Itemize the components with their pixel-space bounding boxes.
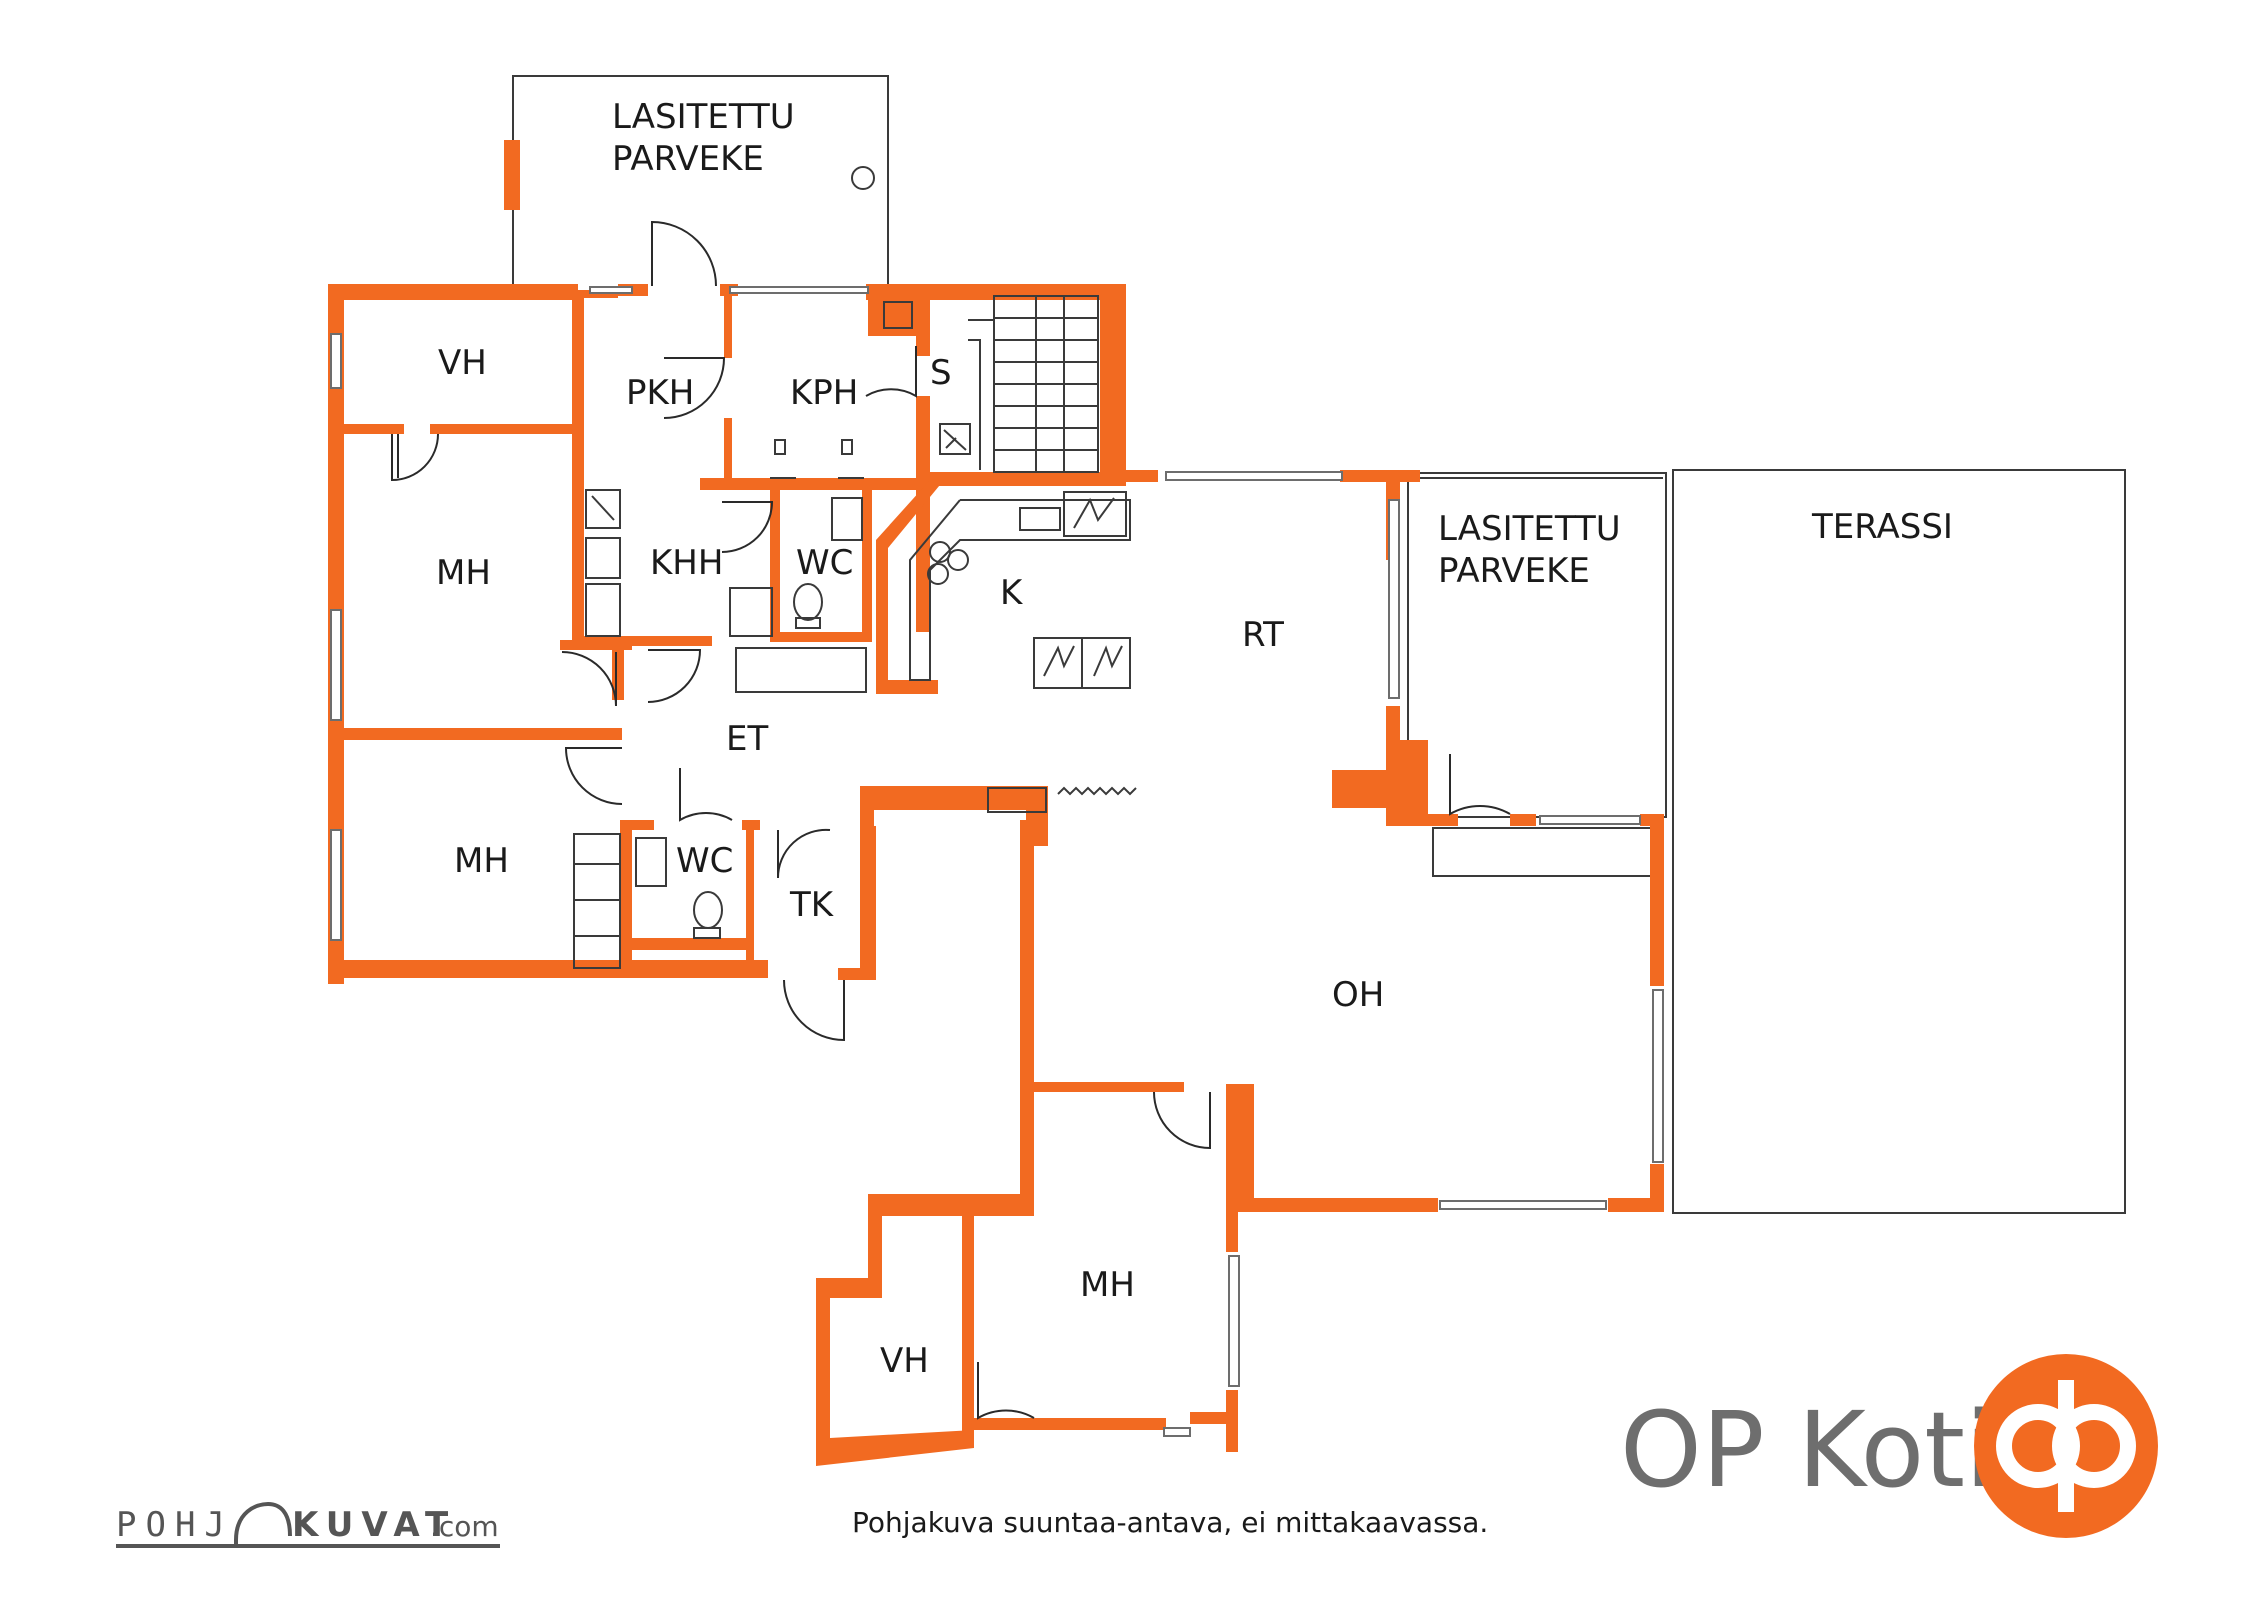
walls bbox=[328, 140, 1664, 1466]
room-label-balcony-right: LASITETTU bbox=[1438, 509, 1621, 549]
room-label-balcony-top: LASITETTU bbox=[612, 97, 795, 137]
room-label-kph: KPH bbox=[790, 373, 858, 413]
credit-part2: KUVAT bbox=[292, 1505, 456, 1545]
doors bbox=[391, 220, 1511, 1420]
room-label-mh-3: MH bbox=[1080, 1265, 1135, 1305]
disclaimer-caption: Pohjakuva suuntaa-antava, ei mittakaavas… bbox=[852, 1506, 1488, 1539]
room-label-vh-2: VH bbox=[880, 1341, 929, 1381]
room-label-wc-2: WC bbox=[676, 841, 733, 881]
room-label-pkh: PKH bbox=[626, 373, 694, 413]
room-label-mh-2: MH bbox=[454, 841, 509, 881]
windows bbox=[330, 286, 1664, 1437]
credit-suffix: .com bbox=[430, 1510, 499, 1543]
room-label-s: S bbox=[930, 353, 952, 393]
room-label-terassi: TERASSI bbox=[1811, 507, 1953, 547]
credit-part1: POHJ bbox=[116, 1505, 234, 1545]
room-label-khh: KHH bbox=[650, 543, 723, 583]
fixtures bbox=[573, 295, 1137, 969]
brand-name: OP Koti bbox=[1620, 1389, 1994, 1511]
room-label-oh: OH bbox=[1332, 975, 1384, 1015]
room-label-vh-1: VH bbox=[438, 343, 487, 383]
room-label-tk: TK bbox=[789, 885, 835, 925]
room-label-k: K bbox=[1000, 573, 1024, 613]
op-logo-icon bbox=[1974, 1354, 2158, 1538]
credit-arch-icon bbox=[234, 1501, 292, 1546]
room-label-wc-1: WC bbox=[796, 543, 853, 583]
room-label-rt: RT bbox=[1242, 615, 1284, 655]
room-label-et: ET bbox=[726, 719, 768, 759]
room-label-mh-1: MH bbox=[436, 553, 491, 593]
pohjakuvat-logo: POHJ KUVAT .com bbox=[116, 1501, 500, 1548]
outdoor-outlines bbox=[512, 75, 2126, 1214]
room-labels: LASITETTU PARVEKE VH PKH KPH S MH KHH WC… bbox=[436, 97, 1953, 1381]
room-label-balcony-top-2: PARVEKE bbox=[612, 139, 764, 179]
room-label-balcony-right-2: PARVEKE bbox=[1438, 551, 1590, 591]
stairs bbox=[968, 295, 1099, 473]
op-koti-brand: OP Koti bbox=[1620, 1354, 2158, 1538]
